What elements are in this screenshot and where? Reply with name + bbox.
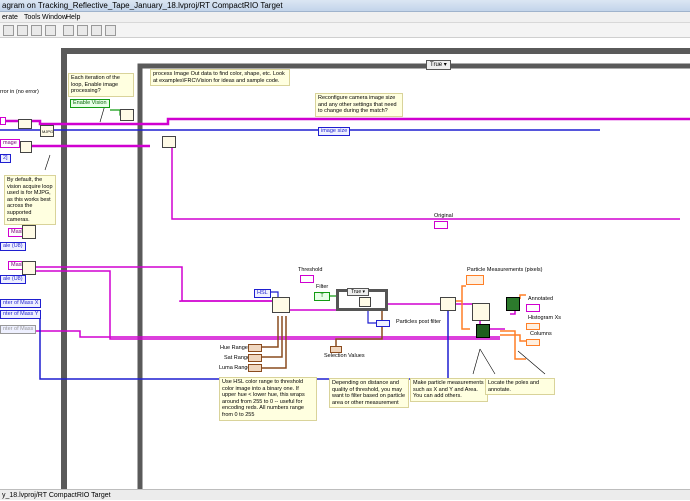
note-poles: Locate the poles and annotate. xyxy=(485,378,555,396)
menu-window[interactable]: Window xyxy=(42,14,67,21)
menu-tools[interactable]: Tools xyxy=(24,14,41,21)
block-diagram[interactable]: True ▾ Each iteration of the loop, Enabl… xyxy=(0,39,690,489)
menu-help[interactable]: Help xyxy=(66,14,81,21)
u8-terminal-1[interactable]: ale (U8) xyxy=(0,242,26,251)
note-mjpg-text: By default, the vision acquire loop used… xyxy=(7,177,53,223)
note-hsl-text: Use HSL color range to threshold color i… xyxy=(222,379,305,418)
note-reconfigure-text: Reconfigure camera image size and any ot… xyxy=(318,95,397,115)
filter-label: Filter xyxy=(316,284,329,290)
step-button[interactable] xyxy=(91,25,102,36)
imaq-mask2-node[interactable] xyxy=(22,261,36,275)
luma-range-control[interactable] xyxy=(248,364,262,372)
com-terminal[interactable]: nter of Mass xyxy=(0,325,37,334)
enable-vision-terminal[interactable]: Enable Vision xyxy=(70,99,110,108)
original-label: Original xyxy=(434,213,453,219)
hue-range-control[interactable] xyxy=(248,344,262,352)
particles-post-filter-indicator[interactable] xyxy=(376,320,390,327)
hsl-constant[interactable]: HSL xyxy=(254,289,271,298)
annotated-indicator[interactable] xyxy=(526,304,540,312)
sat-range-control[interactable] xyxy=(248,354,262,362)
particle-filter-node[interactable] xyxy=(359,297,371,307)
note-poles-text: Locate the poles and annotate. xyxy=(488,380,540,393)
u8-terminal-2[interactable]: ale (U8) xyxy=(0,275,26,284)
note-reconfigure: Reconfigure camera image size and any ot… xyxy=(315,93,403,117)
note-process-text: process Image Out data to find color, sh… xyxy=(153,71,285,84)
case-selector-filter-value: True xyxy=(351,289,362,295)
case-structure-frame xyxy=(137,63,690,489)
columns-label: Columns xyxy=(530,331,552,337)
run-button[interactable] xyxy=(3,25,14,36)
filter-toggle[interactable]: T xyxy=(314,292,330,301)
status-bar: y_18.lvproj/RT CompactRIO Target xyxy=(0,489,690,500)
while-loop-frame xyxy=(61,48,690,489)
error-cluster-terminal[interactable] xyxy=(0,117,6,125)
luma-range-label: Luma Range xyxy=(219,365,251,371)
selection-values-control[interactable] xyxy=(330,346,342,353)
window-title: agram on Tracking_Reflective_Tape_Januar… xyxy=(2,1,283,10)
status-text: y_18.lvproj/RT CompactRIO Target xyxy=(2,492,111,499)
imaq-create-node[interactable] xyxy=(20,141,32,153)
error-in-label: rror in (no error) xyxy=(0,89,39,95)
case-selector-filter[interactable]: True ▾ xyxy=(347,288,370,296)
toolbar xyxy=(0,23,690,38)
note-filter: Depending on distance and quality of thr… xyxy=(329,378,409,409)
particle-analysis-node[interactable] xyxy=(440,297,456,311)
selection-values-label: Selection Values xyxy=(324,353,365,359)
run-continuous-button[interactable] xyxy=(17,25,28,36)
com-x-terminal[interactable]: nter of Mass X xyxy=(0,299,42,308)
hue-range-label: Hue Range xyxy=(220,345,248,351)
particle-measurements-label: Particle Measurements (pixels) xyxy=(467,267,543,273)
align-button[interactable] xyxy=(105,25,116,36)
note-loop-text: Each iteration of the loop, Enable image… xyxy=(71,75,120,95)
locate-poles-node[interactable] xyxy=(476,324,490,338)
abort-button[interactable] xyxy=(31,25,42,36)
note-process: process Image Out data to find color, sh… xyxy=(150,69,290,87)
columns-indicator[interactable] xyxy=(526,339,540,346)
note-loop: Each iteration of the loop, Enable image… xyxy=(68,73,134,97)
pause-button[interactable] xyxy=(45,25,56,36)
particle-measurements-indicator[interactable] xyxy=(466,275,484,285)
note-particle: Make particle measurements such as X and… xyxy=(410,378,488,402)
case-selector-outer[interactable]: True ▾ xyxy=(426,60,451,70)
sat-range-label: Sat Range xyxy=(224,355,250,361)
note-filter-text: Depending on distance and quality of thr… xyxy=(332,380,406,406)
color-threshold-node[interactable] xyxy=(272,297,290,313)
threshold-indicator[interactable] xyxy=(300,275,314,283)
mjpg-vi-node[interactable]: MJPG xyxy=(40,125,54,137)
imaq-mask-node[interactable] xyxy=(22,225,36,239)
note-particle-text: Make particle measurements such as X and… xyxy=(413,380,484,400)
annotated-label: Annotated xyxy=(528,296,554,302)
camera-update-node[interactable] xyxy=(120,109,134,121)
filter-case-structure[interactable]: True ▾ xyxy=(336,288,388,311)
threshold-label: Threshold xyxy=(298,267,323,273)
case-selector-outer-value: True xyxy=(430,62,443,68)
note-hsl: Use HSL color range to threshold color i… xyxy=(219,377,317,421)
note-mjpg: By default, the vision acquire loop used… xyxy=(4,175,56,226)
camera-open-node[interactable] xyxy=(18,119,32,129)
retain-wire-button[interactable] xyxy=(77,25,88,36)
u32-terminal[interactable]: 2] xyxy=(0,154,11,163)
histogram-node[interactable] xyxy=(506,297,520,311)
menu-bar: erate Tools Window Help xyxy=(0,12,690,23)
image-size-terminal[interactable]: image size xyxy=(318,127,351,136)
highlight-button[interactable] xyxy=(63,25,74,36)
image-terminal[interactable]: mage xyxy=(0,139,20,148)
original-indicator[interactable] xyxy=(434,221,448,229)
particles-post-filter-label: Particles post filter xyxy=(396,319,441,325)
camera-get-image-node[interactable] xyxy=(162,136,176,148)
histogram-xs-indicator[interactable] xyxy=(526,323,540,330)
menu-operate[interactable]: erate xyxy=(2,14,18,21)
annotate-node[interactable] xyxy=(472,303,490,321)
mjpg-vi-label: MJPG xyxy=(42,129,54,134)
window-titlebar: agram on Tracking_Reflective_Tape_Januar… xyxy=(0,0,690,12)
com-y-terminal[interactable]: nter of Mass Y xyxy=(0,310,42,319)
histogram-xs-label: Histogram Xs xyxy=(528,315,562,321)
